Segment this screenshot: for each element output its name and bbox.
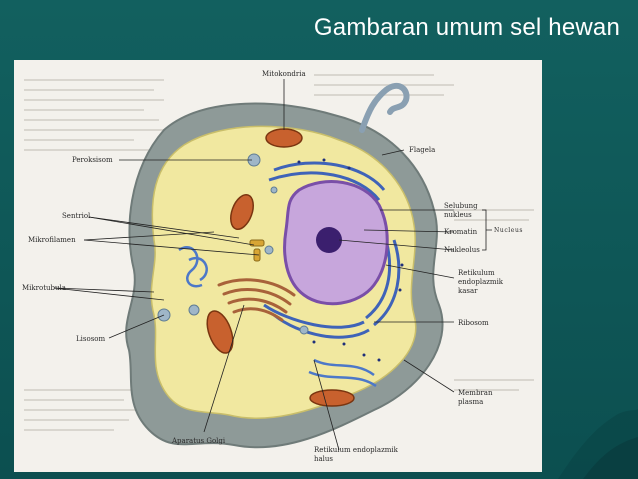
label-kromatin: Kromatin [444, 228, 478, 236]
slide-title: Gambaran umum sel hewan [313, 14, 620, 41]
label-peroksisom: Peroksisom [72, 156, 113, 164]
label-selubung-1: Selubung [444, 202, 478, 210]
animal-cell-diagram: Mitokondria Flagela Peroksisom Sentriol … [22, 70, 534, 463]
label-flagela: Flagela [409, 146, 435, 154]
leader-lines [53, 79, 455, 451]
label-aparatus-golgi: Aparatus Golgi [171, 437, 226, 445]
mitochondria-shapes [206, 128, 355, 407]
label-selubung-2: nukleus [444, 211, 472, 219]
label-membran-plasma-2: plasma [458, 398, 483, 406]
label-retikulum-halus-2: halus [314, 455, 333, 463]
smooth-er-shape [178, 246, 377, 388]
label-lisosom: Lisosom [76, 335, 106, 343]
cell-diagram-panel: Mitokondria Flagela Peroksisom Sentriol … [14, 60, 542, 472]
label-nukleolus: Nukleolus [444, 246, 480, 254]
label-nucleus-group: Nucleus [494, 227, 523, 234]
nucleolus-shape [316, 227, 342, 253]
decorative-wave-graphic [558, 409, 638, 479]
nucleus-bracket [482, 209, 492, 251]
label-retikulum-kasar-1: Retikulum [458, 269, 495, 277]
label-membran-plasma-1: Membran [458, 389, 493, 397]
label-retikulum-kasar-2: endoplazmik [458, 278, 504, 286]
label-mikrotubula: Mikrotubula [22, 284, 66, 292]
label-mikrofilamen: Mikrofilamen [28, 236, 76, 244]
label-retikulum-halus-1: Retikulum endoplazmik [314, 446, 399, 454]
flagellum-shape [359, 82, 410, 133]
label-sentriol: Sentriol [62, 212, 91, 220]
background-text-texture [24, 74, 534, 431]
label-ribosom: Ribosom [458, 319, 489, 327]
ribosome-dots [297, 158, 404, 362]
label-retikulum-kasar-3: kasar [458, 287, 478, 295]
label-mitokondria: Mitokondria [262, 70, 306, 78]
golgi-shape [217, 278, 296, 322]
